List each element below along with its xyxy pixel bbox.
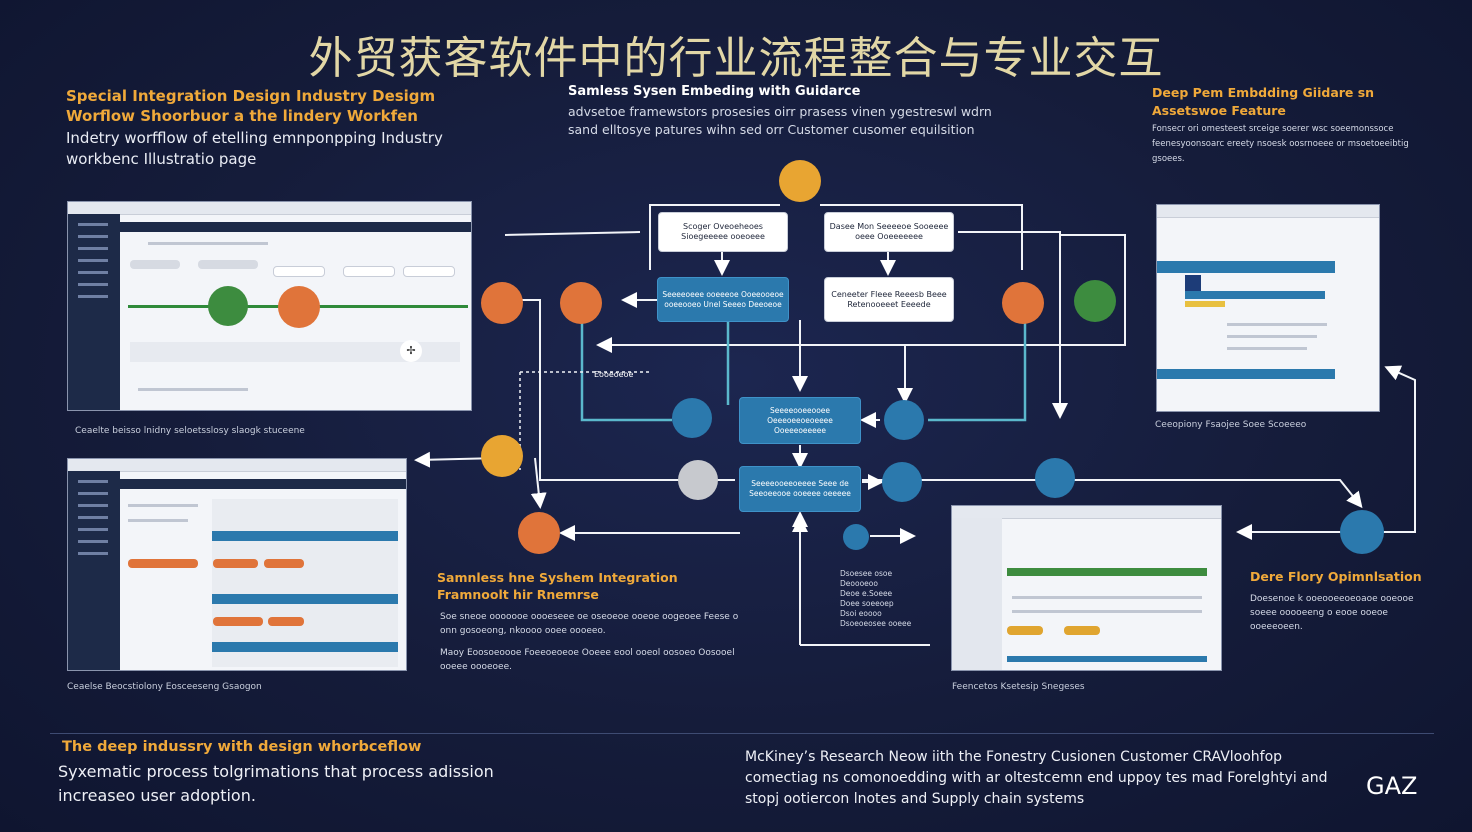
flow-box-top-right: Dasee Mon Seeeeoe Sooeeee oeee Ooeeeeeee bbox=[824, 212, 954, 252]
node-gold-left bbox=[481, 435, 523, 477]
node-blue-gear bbox=[672, 398, 712, 438]
middle-body1: Soe sneoe ooooooe oooeseee oe oseoeoe oo… bbox=[440, 612, 739, 636]
mini-list-item: Dsoeoeosee ooeee bbox=[840, 619, 912, 628]
node-orange-left1 bbox=[481, 282, 523, 324]
brand-logo: GAZ bbox=[1366, 772, 1418, 800]
mini-list-item: Doee soeeoep bbox=[840, 599, 894, 608]
caption-shot1: Ceaelte beisso lnidny seloetsslosy slaog… bbox=[75, 426, 305, 436]
top-right-heading: Deep Pem Embdding Giidare sn Assetswoe F… bbox=[1152, 85, 1375, 118]
workflow-screenshot-2 bbox=[67, 458, 407, 671]
flow-box-center-1: Seeeeooeeooee Oeeeoeeoeoeeee Ooeeeoeeeee bbox=[739, 397, 861, 444]
mini-list-item: Dsoesee osoe bbox=[840, 569, 893, 578]
right-mid-body: Doesenoe k ooeooeeoeoaoe ooeooe soeee oo… bbox=[1250, 594, 1414, 632]
middle-body2: Maoy Eoosoeoooe Foeeoeoeoe Ooeee eool oo… bbox=[440, 648, 735, 672]
mini-list-item: Deoe e.Soeee bbox=[840, 589, 893, 598]
connector-a bbox=[649, 204, 780, 270]
flow-box-top-left: Scoger Oveoeheoes Sioegeeeee ooeoeee bbox=[658, 212, 788, 252]
mini-list: Dsoesee osoe Deoooeoo Deoe e.Soeee Doee … bbox=[840, 569, 930, 629]
bottom-left-body: Syxematic process tolgrimations that pro… bbox=[58, 762, 494, 805]
node-blue-far bbox=[1035, 458, 1075, 498]
node-blue-hub bbox=[884, 400, 924, 440]
flow-box-mid-white: Ceneeter Fleee Reeesb Beee Retenooeeet E… bbox=[824, 277, 954, 322]
top-left-body: Indetry worfflow of etelling emnponpping… bbox=[66, 129, 443, 168]
page-title: 外贸获客软件中的行业流程整合与专业交互 bbox=[308, 33, 1164, 84]
top-center-body: advsetoe framewstors prosesies oirr pras… bbox=[568, 104, 992, 137]
caption-shot3: Ceeopiony Fsaojee Soee Scoeeeo bbox=[1155, 420, 1307, 430]
workflow-screenshot-1: ✢ bbox=[67, 201, 472, 411]
caption-shot4: Feencetos Ksetesip Snegeses bbox=[952, 682, 1085, 692]
node-blue-small bbox=[843, 524, 869, 550]
node-orange-left2 bbox=[560, 282, 602, 324]
top-right-body: Fonsecr ori omesteest srceige soerer wsc… bbox=[1152, 124, 1409, 164]
top-left-heading: Special Integration Design Industry Desi… bbox=[66, 87, 436, 125]
workflow-screenshot-3 bbox=[1156, 204, 1380, 412]
node-grey bbox=[678, 460, 718, 500]
bottom-right-body: McKiney’s Research Neow iith the Fonestr… bbox=[745, 749, 1328, 807]
bottom-left-heading: The deep indussry with design whorbceflo… bbox=[62, 739, 422, 755]
node-gold-top bbox=[779, 160, 821, 202]
node-green-right bbox=[1074, 280, 1116, 322]
node-blue-globe bbox=[1340, 510, 1384, 554]
mini-list-item: Deoooeoo bbox=[840, 579, 878, 588]
screenshot-orange-node bbox=[278, 286, 320, 328]
fan-icon: ✢ bbox=[400, 340, 422, 362]
flow-label-left: Eooeoeoe bbox=[594, 370, 634, 379]
mini-list-item: Dsoi eoooo bbox=[840, 609, 882, 618]
connector-b bbox=[820, 204, 1023, 270]
divider bbox=[50, 733, 1434, 734]
top-center-heading: Samless Sysen Embeding with Guidarce bbox=[568, 84, 861, 99]
caption-shot2: Ceaelse Beocstiolony Eosceeseng Gsaogon bbox=[67, 682, 262, 692]
node-orange-right bbox=[1002, 282, 1044, 324]
screenshot-green-node bbox=[208, 286, 248, 326]
flow-box-mid-blue: Seeeeoeee ooeeeoe Ooeeooeoe ooeeooeo Une… bbox=[657, 277, 789, 322]
workflow-screenshot-4 bbox=[951, 505, 1222, 671]
flow-box-center-2: Seeeeooeeoeeee Seee de Seeoeeooe ooeeee … bbox=[739, 466, 861, 512]
middle-heading: Samnless hne Syshem Integration Framnool… bbox=[437, 570, 678, 602]
right-mid-heading: Dere Flory Opimnlsation bbox=[1250, 569, 1422, 584]
node-orange-bottom bbox=[518, 512, 560, 554]
node-blue-right bbox=[882, 462, 922, 502]
